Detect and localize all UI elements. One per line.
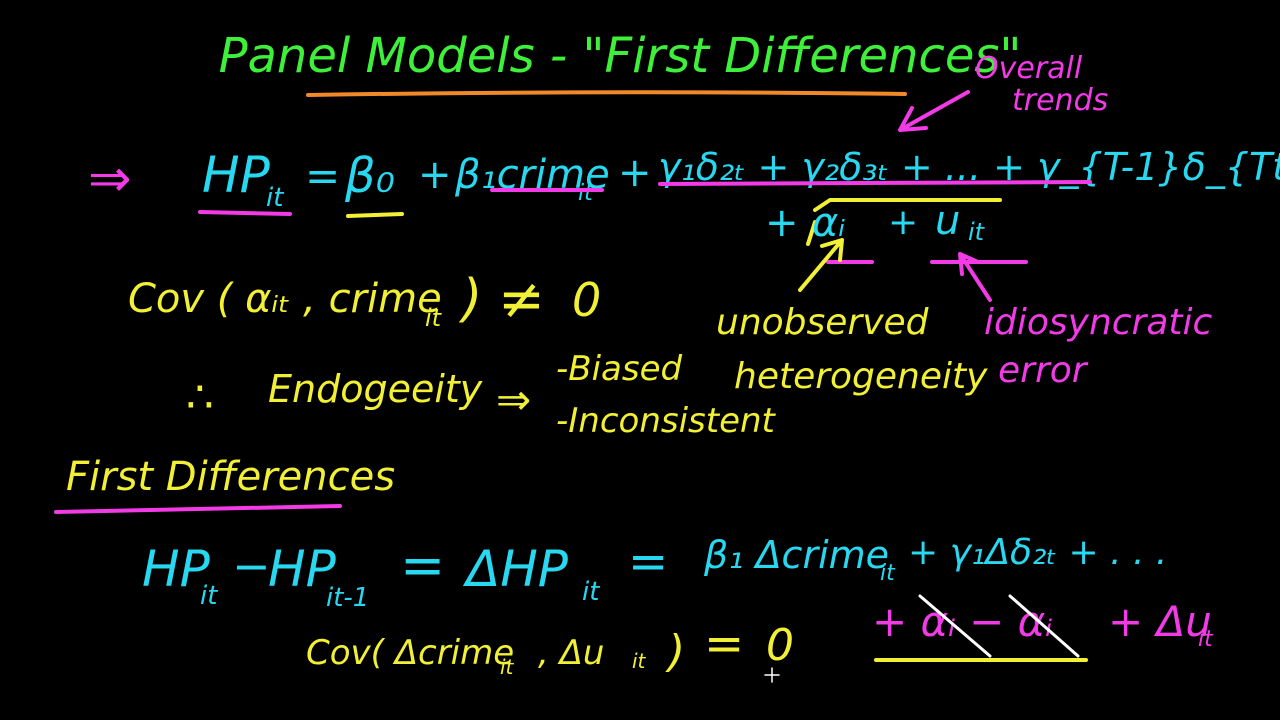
cov-close: ) bbox=[458, 269, 482, 329]
cov-diff-mid-sub: it bbox=[632, 649, 647, 673]
diff-eq-rhs: β₁ Δcrime bbox=[703, 533, 889, 577]
main-eq-u: u bbox=[935, 198, 960, 244]
alpha-cancel-strike-2 bbox=[1008, 594, 1080, 658]
diff-eq-lag-sub: it-1 bbox=[326, 583, 369, 613]
main-eq-beta1-sub: it bbox=[578, 181, 594, 206]
main-eq-u-sub: it bbox=[968, 218, 986, 246]
diff-eq-rhs-sub: it bbox=[880, 561, 896, 586]
therefore-icon: ∴ bbox=[186, 372, 214, 423]
idiosyncratic-arrow bbox=[958, 252, 992, 302]
diff-eq-delta-hp-sub: it bbox=[582, 577, 600, 607]
cov-diff-close: ) bbox=[665, 626, 685, 677]
alpha-cancel: + αᵢ − αᵢ bbox=[872, 597, 1053, 646]
heterogeneity-label: heterogeneity bbox=[734, 356, 988, 397]
main-eq-plus1: + bbox=[418, 152, 452, 198]
cov-diff-mid: , Δu bbox=[538, 633, 604, 673]
main-eq-plus-line2: + bbox=[765, 200, 799, 246]
overall-trends-arrow bbox=[898, 90, 970, 132]
main-eq-plus3: + bbox=[888, 202, 918, 243]
cov-sub: it bbox=[425, 304, 443, 332]
alpha-cancel-strike-1 bbox=[918, 594, 992, 658]
idiosyncratic-label: idiosyncratic bbox=[984, 302, 1213, 343]
main-eq-alpha: αᵢ bbox=[812, 200, 846, 246]
implies-arrow-icon: ⇒ bbox=[88, 149, 132, 209]
crosshair-cursor-icon bbox=[764, 667, 780, 683]
error-label: error bbox=[998, 350, 1089, 391]
diff-eq-equals2: = bbox=[628, 534, 668, 590]
diff-eq-lhs-sub: it bbox=[200, 581, 218, 611]
cov-diff-equals: = bbox=[704, 616, 744, 672]
main-eq-equals: = bbox=[305, 151, 340, 200]
board-title: Panel Models - "First Differences" bbox=[219, 28, 1022, 84]
endogeneity-label: Endogeeity bbox=[268, 367, 483, 411]
cov-diff-text: Cov( Δcrime bbox=[306, 633, 514, 673]
overall-trends-label-1: Overall bbox=[975, 51, 1083, 86]
diff-eq-lhs: HP bbox=[142, 540, 211, 598]
cov-zero: 0 bbox=[572, 273, 601, 327]
title-underline bbox=[306, 90, 907, 97]
alpha-bracket bbox=[806, 198, 1002, 246]
main-eq-lhs-sub: it bbox=[266, 183, 284, 213]
diff-eq-rhs-rest: + γ₁Δδ₂ₜ + . . . bbox=[908, 532, 1167, 573]
cov-neq: ≠ bbox=[498, 267, 545, 332]
main-eq-beta0: β₀ bbox=[344, 148, 395, 204]
overall-trends-label-2: trends bbox=[1012, 83, 1108, 118]
diff-eq-equals1: = bbox=[400, 534, 445, 597]
main-eq-lhs: HP bbox=[202, 146, 271, 204]
cov-diff-sub: it bbox=[500, 655, 515, 679]
consequence-biased: -Biased bbox=[556, 349, 683, 389]
delta-u-sub: it bbox=[1198, 627, 1214, 652]
consequence-inconsistent: -Inconsistent bbox=[556, 401, 777, 441]
diff-eq-lag: HP bbox=[268, 540, 337, 598]
cov-diff-zero: 0 bbox=[766, 620, 794, 671]
diff-eq-delta-hp: ΔHP bbox=[462, 540, 569, 598]
diff-eq-minus: − bbox=[232, 539, 271, 593]
main-eq-lhs-underline bbox=[198, 210, 292, 216]
first-differences-underline bbox=[54, 504, 342, 514]
main-eq-plus2: + bbox=[618, 150, 652, 196]
time-terms-underline bbox=[658, 180, 1092, 186]
unobserved-arrow bbox=[798, 238, 844, 292]
endogeneity-implies-icon: ⇒ bbox=[496, 375, 531, 424]
beta0-underline bbox=[346, 212, 404, 218]
first-differences-heading: First Differences bbox=[66, 454, 395, 500]
delta-u: + Δu bbox=[1108, 597, 1212, 646]
cov-text: Cov ( αᵢₜ , crime bbox=[128, 276, 442, 322]
unobserved-label: unobserved bbox=[716, 302, 930, 343]
